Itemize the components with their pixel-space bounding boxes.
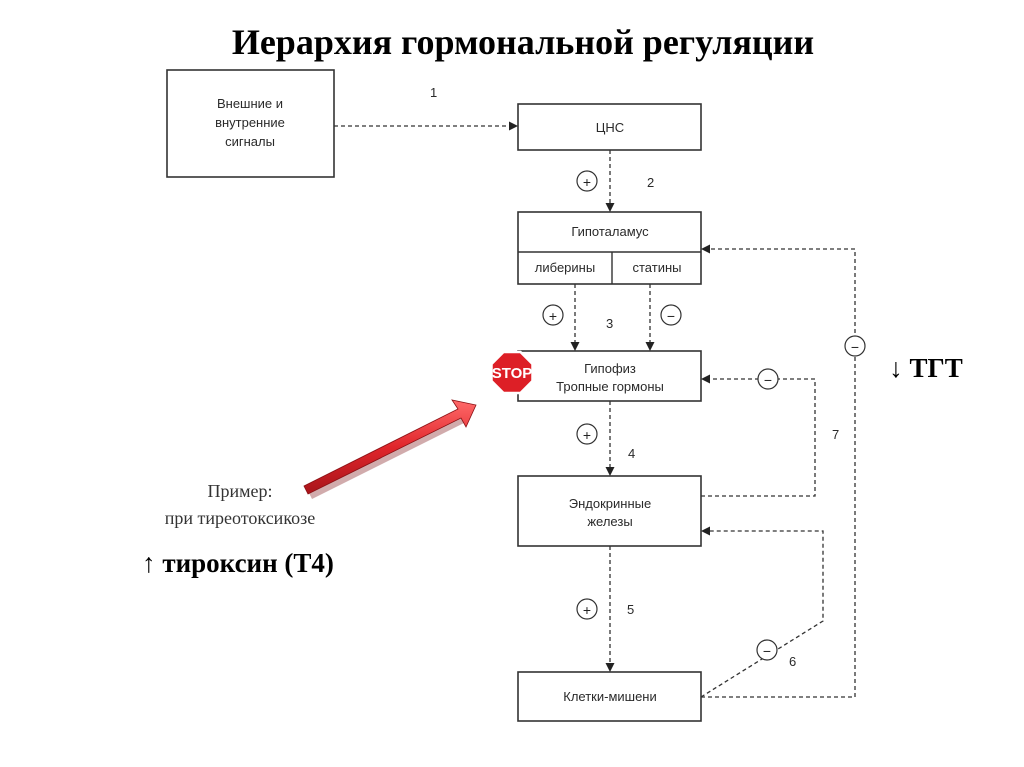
arrowhead-feedback-pituitary [701, 374, 710, 384]
plus-sign-5: + [583, 602, 591, 618]
tsh-decrease: ↓ ТГТ [889, 353, 962, 383]
example-label: Пример: [207, 481, 272, 501]
endocrine-label-line2: железы [587, 514, 632, 529]
feedback-endocrine-to-pituitary [701, 378, 816, 497]
arrowhead-3-liberins [570, 342, 580, 351]
signals-box [166, 69, 335, 178]
endocrine-label-line1: Эндокринные [569, 496, 651, 511]
connectors: 1 +2 + − 3 +4 +5 − − 6 − 7 [334, 85, 866, 698]
plus-sign-4: + [583, 427, 591, 443]
statins-label: статины [633, 260, 682, 275]
arrowhead-2 [605, 203, 615, 212]
plus-sign-4-circle [576, 423, 598, 445]
signals-label-line3: сигналы [225, 134, 275, 149]
liberins-label: либерины [535, 260, 595, 275]
plus-sign-2: + [583, 174, 591, 190]
pituitary-label-line2: Тропные гормоны [556, 379, 664, 394]
step-number-5: 5 [627, 602, 634, 617]
feedback-6-targets-to-endocrine [700, 530, 824, 698]
thyroxine-increase: ↑ тироксин (Т4) [142, 548, 334, 578]
stop-sign-text: STOP [492, 365, 533, 382]
minus-sign-feedback-pituitary-circle [757, 368, 779, 390]
signals-label-line1: Внешние и [217, 96, 283, 111]
arrowhead-6 [701, 526, 710, 536]
minus-sign-3-circle [660, 304, 682, 326]
minus-sign-6-circle [756, 639, 778, 661]
step-number-3: 3 [606, 316, 613, 331]
cns-label: ЦНС [596, 120, 624, 135]
plus-sign-2-circle [576, 170, 598, 192]
minus-sign-3: − [667, 308, 675, 324]
hypothalamus-box [517, 211, 702, 285]
plus-sign-3-circle [542, 304, 564, 326]
red-pointer-arrow [303, 399, 477, 499]
target-cells-label: Клетки-мишени [563, 689, 657, 704]
minus-sign-6: − [763, 643, 771, 659]
signals-label-line2: внутренние [215, 115, 285, 130]
step-number-6: 6 [789, 654, 796, 669]
plus-sign-3: + [549, 308, 557, 324]
step-number-7: 7 [832, 427, 839, 442]
feedback-7-targets-to-hypothalamus [701, 248, 856, 698]
endocrine-box [517, 475, 702, 547]
step-number-4: 4 [628, 446, 635, 461]
arrowhead-4 [605, 467, 615, 476]
step-number-1: 1 [430, 85, 437, 100]
arrowhead-1 [509, 121, 518, 131]
hypothalamus-label: Гипоталамус [571, 224, 649, 239]
minus-sign-7-circle [844, 335, 866, 357]
arrowhead-5 [605, 663, 615, 672]
plus-sign-5-circle [576, 598, 598, 620]
pituitary-label-line1: Гипофиз [584, 361, 636, 376]
minus-sign-feedback-pituitary: − [764, 372, 772, 388]
arrowhead-3-statins [645, 342, 655, 351]
step-number-2: 2 [647, 175, 654, 190]
cns-box [517, 103, 702, 151]
page-title: Иерархия гормональной регуляции [232, 22, 814, 62]
example-condition: при тиреотоксикозе [165, 508, 316, 528]
stop-sign-icon: STOP [490, 350, 534, 395]
arrowhead-7 [701, 244, 710, 254]
minus-sign-7: − [851, 339, 859, 355]
